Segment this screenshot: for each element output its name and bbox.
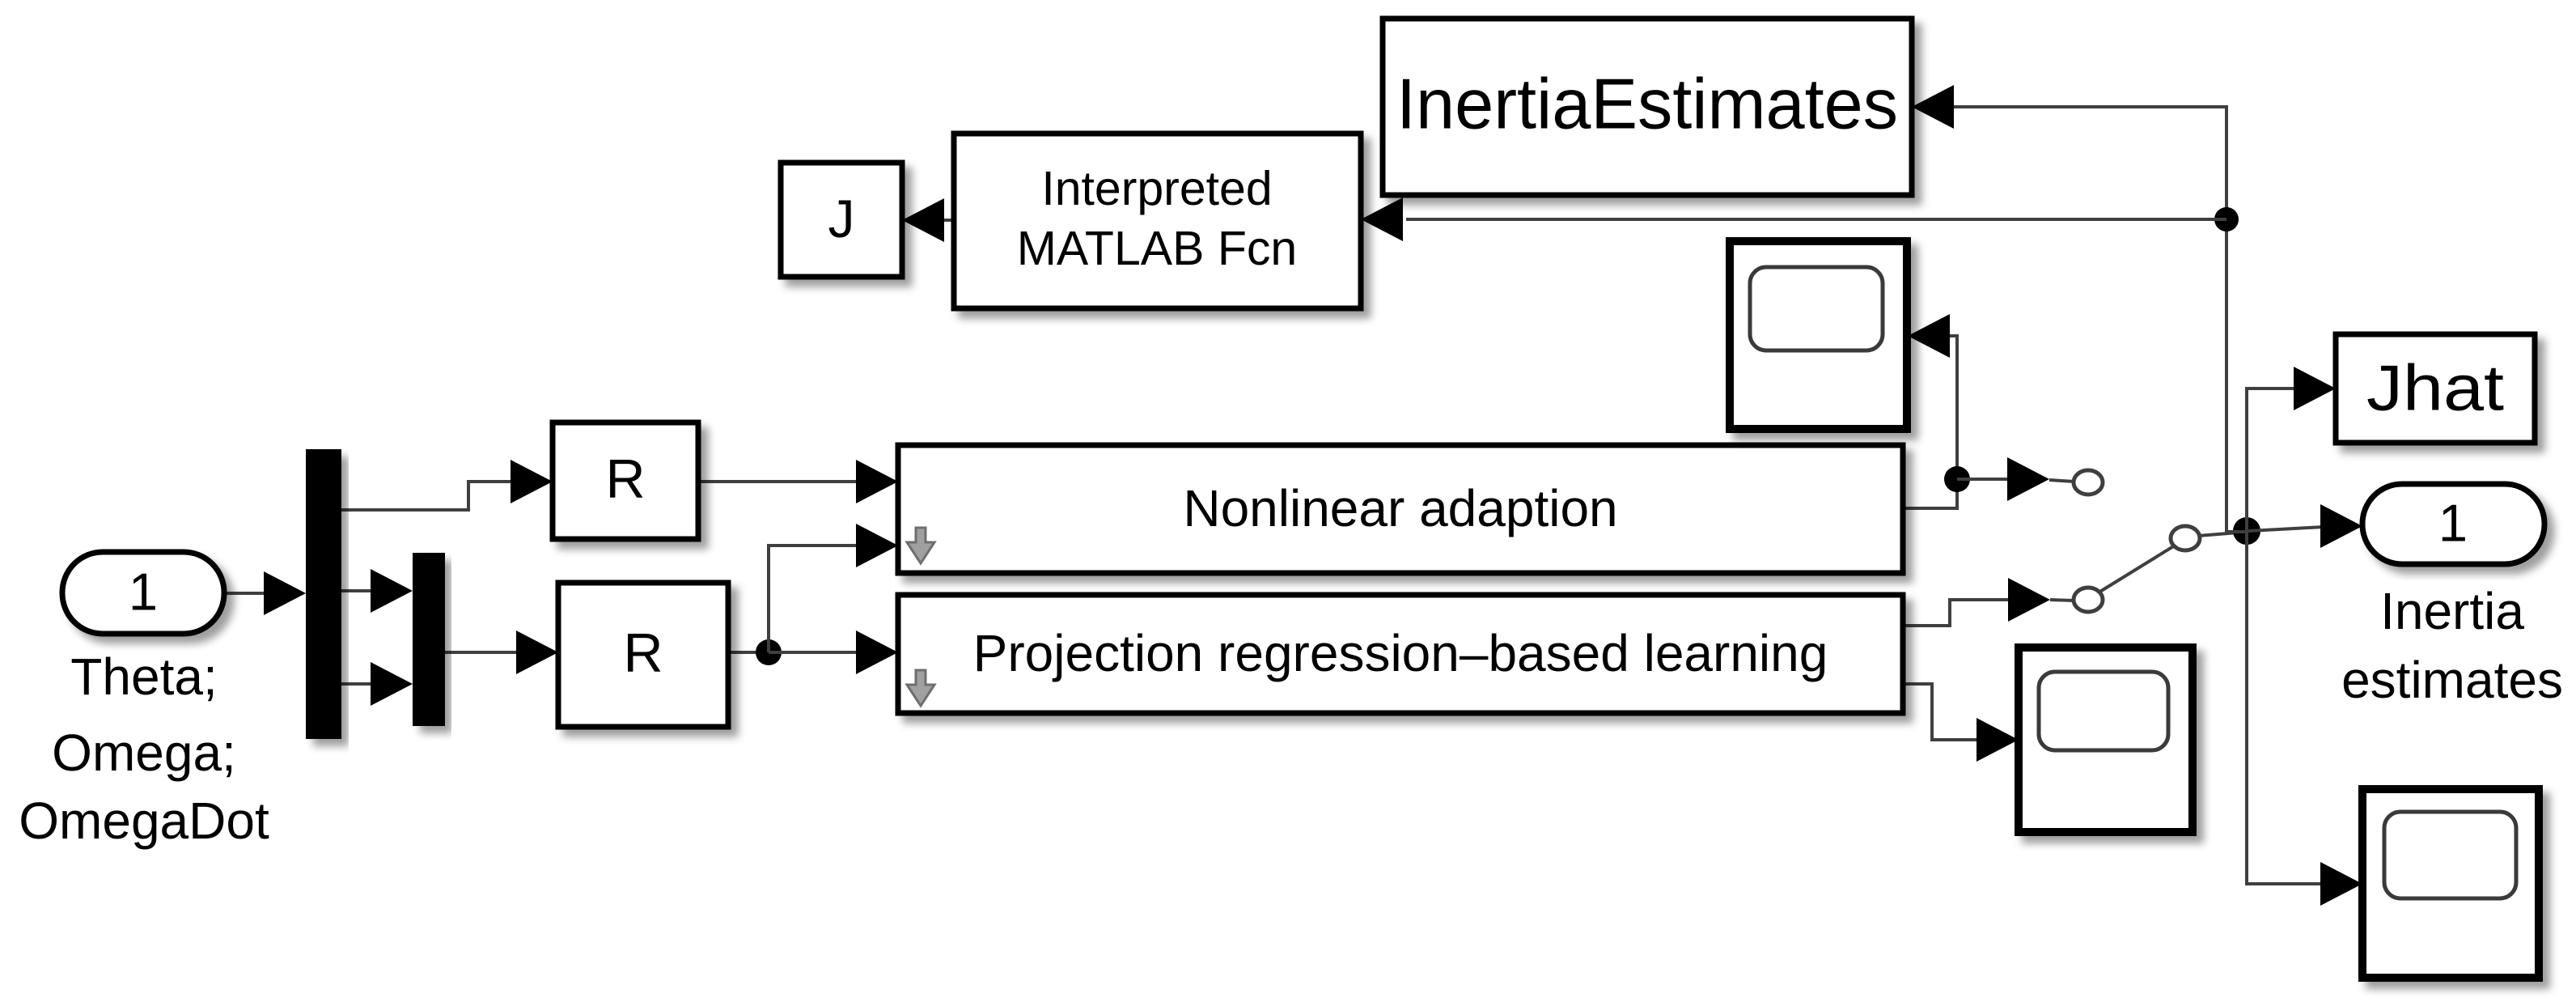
scope-bottom-block[interactable] [2358, 785, 2543, 982]
inertia-estimates-store-label: InertiaEstimates [1396, 64, 1898, 144]
wire [2049, 598, 2075, 602]
arrowhead [371, 569, 413, 613]
arrowhead [2008, 578, 2050, 622]
wire [2049, 478, 2075, 483]
arrowhead [2320, 862, 2362, 906]
outport-block[interactable]: 1 [2359, 481, 2548, 567]
nonlinear-adaption-block[interactable]: Nonlinear adaption [895, 442, 1906, 576]
outport-caption: Inertia estimates [2341, 582, 2563, 709]
down-arrow-icon [905, 526, 937, 566]
arrowhead [2007, 457, 2049, 501]
wire [2245, 532, 2324, 885]
interpreted-label-line1: Interpreted [1041, 162, 1272, 215]
arrowhead [516, 630, 558, 674]
arrowhead [1976, 718, 2019, 762]
arrowhead [902, 198, 944, 242]
switch-input2-port[interactable] [2071, 585, 2105, 614]
arrowhead [1912, 85, 1954, 129]
signal-wires [224, 85, 2362, 906]
scope-top-block[interactable] [1726, 237, 1911, 433]
gain-bottom-label: R [623, 622, 663, 684]
manual-switch[interactable] [2071, 468, 2202, 614]
svg-text:Inertia: Inertia [2380, 582, 2524, 640]
arrowhead [2294, 367, 2336, 410]
wire [767, 544, 859, 652]
svg-text:OmegaDot: OmegaDot [19, 792, 269, 850]
svg-text:estimates: estimates [2341, 651, 2563, 709]
projection-learning-label: Projection regression–based learning [973, 624, 1828, 682]
interpreted-matlab-fcn-block[interactable]: Interpreted MATLAB Fcn [951, 130, 1364, 312]
wire [1903, 682, 1980, 741]
arrowhead [856, 460, 898, 503]
wire [2248, 525, 2324, 533]
arrowhead [264, 571, 306, 615]
arrowhead [371, 662, 413, 706]
switch-input1-port[interactable] [2071, 468, 2105, 497]
wire [2245, 387, 2297, 532]
arrowhead [1361, 197, 1403, 241]
jhat-label: Jhat [2366, 352, 2504, 424]
wire [341, 480, 514, 512]
scope-screen [2382, 809, 2519, 901]
scope-middle-block[interactable] [2015, 643, 2197, 836]
down-arrow-icon [905, 669, 937, 708]
nonlinear-adaption-label: Nonlinear adaption [1183, 479, 1617, 537]
gain-top-block[interactable]: R [549, 419, 701, 542]
wire [1903, 334, 1959, 510]
interpreted-label-line2: MATLAB Fcn [1017, 222, 1297, 275]
inport-caption: Theta; Omega; OmegaDot [19, 647, 269, 850]
inport-label: 1 [129, 563, 158, 622]
workspace-j-block[interactable]: J [777, 159, 905, 280]
workspace-j-label: J [828, 189, 855, 248]
arrowhead [856, 630, 898, 674]
demux-bar[interactable] [306, 449, 341, 739]
switch-lever[interactable] [2097, 544, 2176, 594]
inertia-estimates-store-block[interactable]: InertiaEstimates [1379, 15, 1915, 198]
arrowhead [511, 460, 553, 503]
arrowhead [2320, 504, 2362, 548]
mux-bar[interactable] [413, 553, 445, 726]
outport-label: 1 [2438, 494, 2468, 553]
svg-text:Theta;: Theta; [70, 647, 217, 706]
arrowhead [1908, 314, 1950, 358]
arrowhead [856, 524, 898, 567]
inport-block[interactable]: 1 [59, 549, 227, 637]
jhat-block[interactable]: Jhat [2332, 331, 2538, 446]
gain-bottom-block[interactable]: R [555, 580, 731, 730]
scope-screen [2036, 669, 2171, 753]
wire [1951, 105, 2247, 533]
projection-learning-block[interactable]: Projection regression–based learning [895, 592, 1906, 716]
switch-output-port[interactable] [2168, 524, 2202, 553]
scope-screen [1748, 265, 1885, 353]
svg-text:Omega;: Omega; [52, 724, 236, 782]
gain-top-label: R [605, 448, 645, 510]
wire [1903, 598, 2011, 627]
